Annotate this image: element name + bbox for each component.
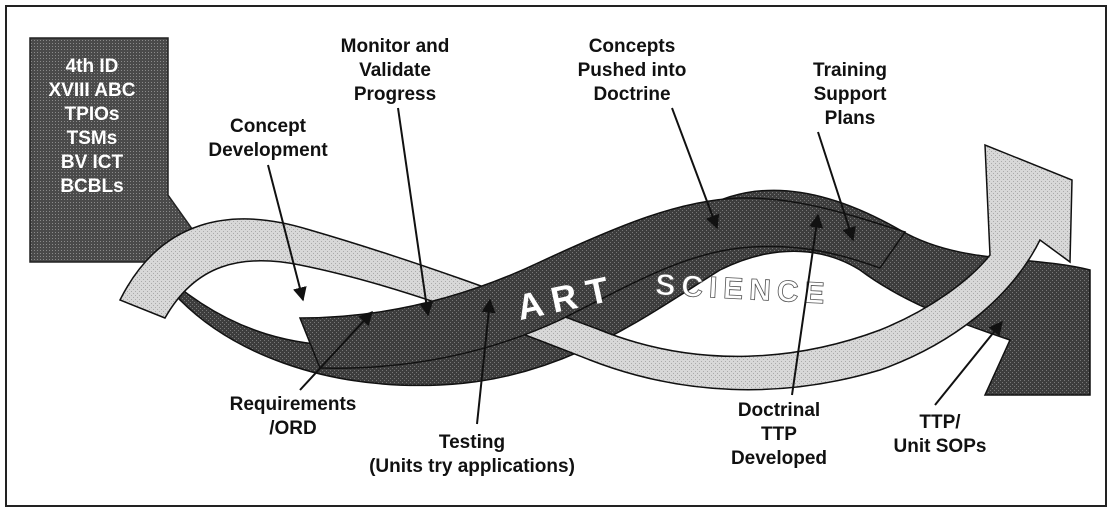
- arrow-monitor-validate: [397, 107, 434, 317]
- arrow-concept-development: [267, 164, 307, 302]
- label-line: Concepts: [589, 36, 676, 57]
- label-requirements: Requirements /ORD: [230, 394, 357, 439]
- label-line: Testing: [439, 432, 505, 453]
- label-line: TTP: [761, 424, 797, 445]
- label-line: Support: [814, 84, 887, 105]
- label-line: (Units try applications): [369, 456, 575, 477]
- label-line: Validate: [359, 60, 431, 81]
- org-item: TPIOs: [65, 104, 120, 125]
- label-concepts-pushed: Concepts Pushed into Doctrine: [578, 36, 687, 105]
- org-item: BCBLs: [60, 176, 123, 197]
- org-item: XVIII ABC: [49, 80, 136, 101]
- label-line: Unit SOPs: [894, 436, 987, 457]
- arrow-requirements: [299, 310, 373, 391]
- label-training-support: Training Support Plans: [813, 60, 887, 129]
- label-line: Concept: [230, 116, 307, 137]
- org-item: TSMs: [67, 128, 118, 149]
- label-line: Development: [208, 140, 328, 161]
- label-concept-development: Concept Development: [208, 116, 328, 161]
- label-ttp-unit-sops: TTP/ Unit SOPs: [894, 412, 987, 457]
- label-line: Plans: [825, 108, 876, 129]
- label-line: Progress: [354, 84, 436, 105]
- label-line: Monitor and: [341, 36, 450, 57]
- label-line: Doctrine: [593, 84, 670, 105]
- arrow-doctrinal-ttp: [791, 213, 824, 396]
- label-testing: Testing (Units try applications): [369, 432, 575, 477]
- label-monitor-validate: Monitor and Validate Progress: [341, 36, 450, 105]
- arrow-ttp-unit-sops: [934, 320, 1003, 406]
- art-band-upper: [298, 197, 907, 369]
- label-line: Developed: [731, 448, 827, 469]
- arrow-testing: [476, 298, 496, 425]
- pointer-arrows: [267, 107, 1003, 425]
- label-line: Requirements: [230, 394, 357, 415]
- label-line: Doctrinal: [738, 400, 820, 421]
- label-line: Pushed into: [578, 60, 687, 81]
- label-line: /ORD: [269, 418, 317, 439]
- science-band: [118, 143, 1073, 391]
- label-doctrinal-ttp: Doctrinal TTP Developed: [731, 400, 827, 469]
- label-line: TTP/: [919, 412, 961, 433]
- org-item: BV ICT: [61, 152, 124, 173]
- org-item: 4th ID: [66, 56, 119, 77]
- arrow-training-support: [817, 131, 856, 242]
- arrow-concepts-pushed: [671, 107, 720, 230]
- label-line: Training: [813, 60, 887, 81]
